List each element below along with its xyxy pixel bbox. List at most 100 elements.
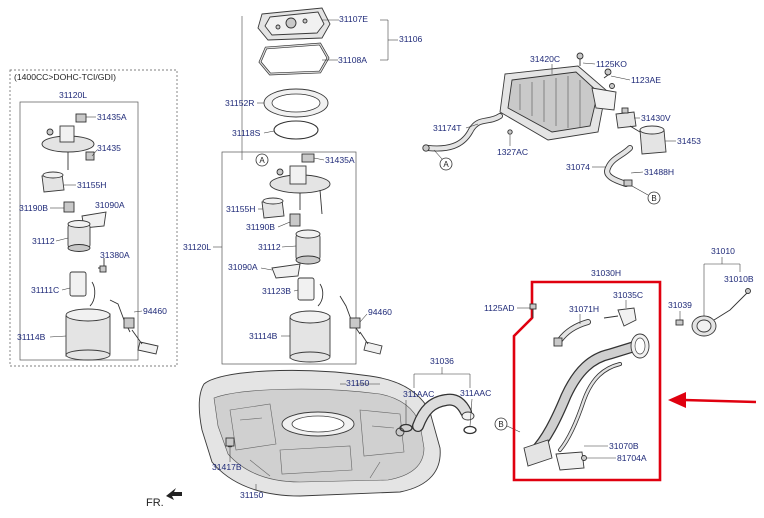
breather-hose-31071H [553, 319, 591, 347]
hose-clamp-right [463, 425, 477, 435]
main-bracket-31090A [271, 263, 301, 279]
bolt-31039 [675, 319, 684, 326]
label-31420C: 31420C [530, 54, 560, 64]
label-1327AC: 1327AC [497, 147, 528, 157]
label-31070B: 31070B [609, 441, 639, 451]
label-31035C: 31035C [613, 290, 643, 300]
leader-31435A-main [313, 157, 325, 161]
label-31150-a: 31150 [346, 378, 369, 388]
leader-31112-main [281, 245, 297, 248]
leader-311AAC-b [469, 398, 473, 427]
label-94460-main: 94460 [368, 307, 392, 317]
label-1125AD: 1125AD [484, 303, 514, 313]
label-31114B-main: 31114B [249, 331, 278, 341]
label-31190B-main: 31190B [246, 222, 275, 232]
canister-filter [629, 125, 667, 155]
leader-31112-inset [55, 237, 69, 242]
inset-level-sender [98, 258, 107, 273]
label-31150-b: 31150 [240, 490, 263, 500]
label-31036: 31036 [430, 356, 454, 366]
variant-label: (1400CC>DOHC-TCI/GDI) [14, 72, 116, 82]
svg-text:B: B [651, 194, 656, 203]
label-31430V: 31430V [641, 113, 671, 123]
label-311AAC-a: 311AAC [403, 389, 434, 399]
label-31071H: 31071H [569, 304, 599, 314]
leader-31114B-inset [49, 335, 67, 338]
main-strainer [289, 310, 331, 363]
leader-31111C-inset [61, 287, 71, 291]
label-311AAC-b: 311AAC [460, 388, 491, 398]
inset-fuel-pump [67, 220, 91, 252]
direction-label: FR. [146, 497, 164, 509]
bolt-1125AD [529, 303, 537, 318]
canister-vent-valve [615, 107, 637, 129]
label-31453: 31453 [677, 136, 701, 146]
label-31152R: 31152R [225, 98, 254, 108]
main-clip-31190B [289, 213, 301, 227]
filler-neck-highlight-frame [512, 280, 662, 482]
label-31090A-main: 31090A [228, 262, 258, 272]
label-31190B-inset: 31190B [19, 203, 48, 213]
label-1125KO: 1125KO [596, 59, 627, 69]
main-pump-flange [269, 153, 331, 215]
label-31039: 31039 [668, 300, 692, 310]
leader-31118S [263, 130, 275, 134]
label-31112-main: 31112 [258, 242, 281, 252]
label-31435-inset: 31435 [97, 143, 121, 153]
leader-1123AE [610, 75, 631, 81]
label-1123AE: 1123AE [631, 75, 661, 85]
label-31107E: 31107E [339, 14, 368, 24]
clip-1327AC [507, 129, 513, 135]
callout-a-pump: A [255, 153, 269, 167]
label-31417B: 31417B [212, 462, 242, 472]
label-31118S: 31118S [232, 128, 261, 138]
fuel-tank [198, 370, 441, 497]
label-31174T: 31174T [433, 123, 462, 133]
leader-1125KO [582, 62, 596, 65]
filler-neck-pipe [523, 333, 650, 471]
inset-filter [69, 271, 96, 307]
label-31090A-inset: 31090A [95, 200, 125, 210]
leader-31488H [630, 171, 644, 174]
label-31155H-main: 31155H [226, 204, 255, 214]
inset-clip-31190B [63, 201, 75, 213]
label-31010B: 31010B [724, 274, 754, 284]
leader-31435-inset [91, 149, 98, 157]
label-31111C-inset: 31111C [31, 285, 59, 295]
label-94460-inset: 94460 [143, 306, 167, 316]
leader-31174T [465, 123, 479, 129]
bolt-81704A [581, 455, 587, 461]
fuel-pump-cover [257, 7, 331, 41]
label-31010: 31010 [711, 246, 735, 256]
leader-94460-inset [133, 310, 143, 313]
inset-sender-unit [109, 299, 159, 355]
vapor-hose-31174T [422, 113, 503, 152]
label-31114B-inset: 31114B [17, 332, 46, 342]
label-31380A-inset: 31380A [100, 250, 130, 260]
variant-inset-frame [9, 69, 178, 367]
label-31120L-inset: 31120L [59, 90, 87, 100]
label-31123B-main: 31123B [262, 286, 291, 296]
leader-31090A-main [260, 267, 273, 271]
label-31488H: 31488H [644, 167, 674, 177]
main-pressure-regulator [261, 197, 285, 219]
callout-a-canister: A [433, 149, 453, 171]
label-81704A: 81704A [617, 453, 647, 463]
inset-pressure-regulator [41, 171, 65, 193]
main-bracket-box [221, 151, 357, 365]
hose-clamp-left [399, 423, 413, 433]
callout-b-canister: B [631, 185, 661, 205]
inset-pump-flange [41, 113, 95, 170]
label-31112-inset: 31112 [32, 236, 55, 246]
svg-text:A: A [443, 160, 449, 169]
bracket-31035C [603, 307, 637, 327]
leader-31123B-main [293, 289, 299, 292]
canister-assembly [499, 52, 617, 141]
cover-gasket [258, 42, 330, 76]
label-31030H: 31030H [591, 268, 621, 278]
label-31155H-inset: 31155H [77, 180, 106, 190]
main-sender-unit [339, 295, 383, 355]
highlight-arrow [668, 392, 757, 408]
front-direction-arrow [166, 488, 182, 500]
